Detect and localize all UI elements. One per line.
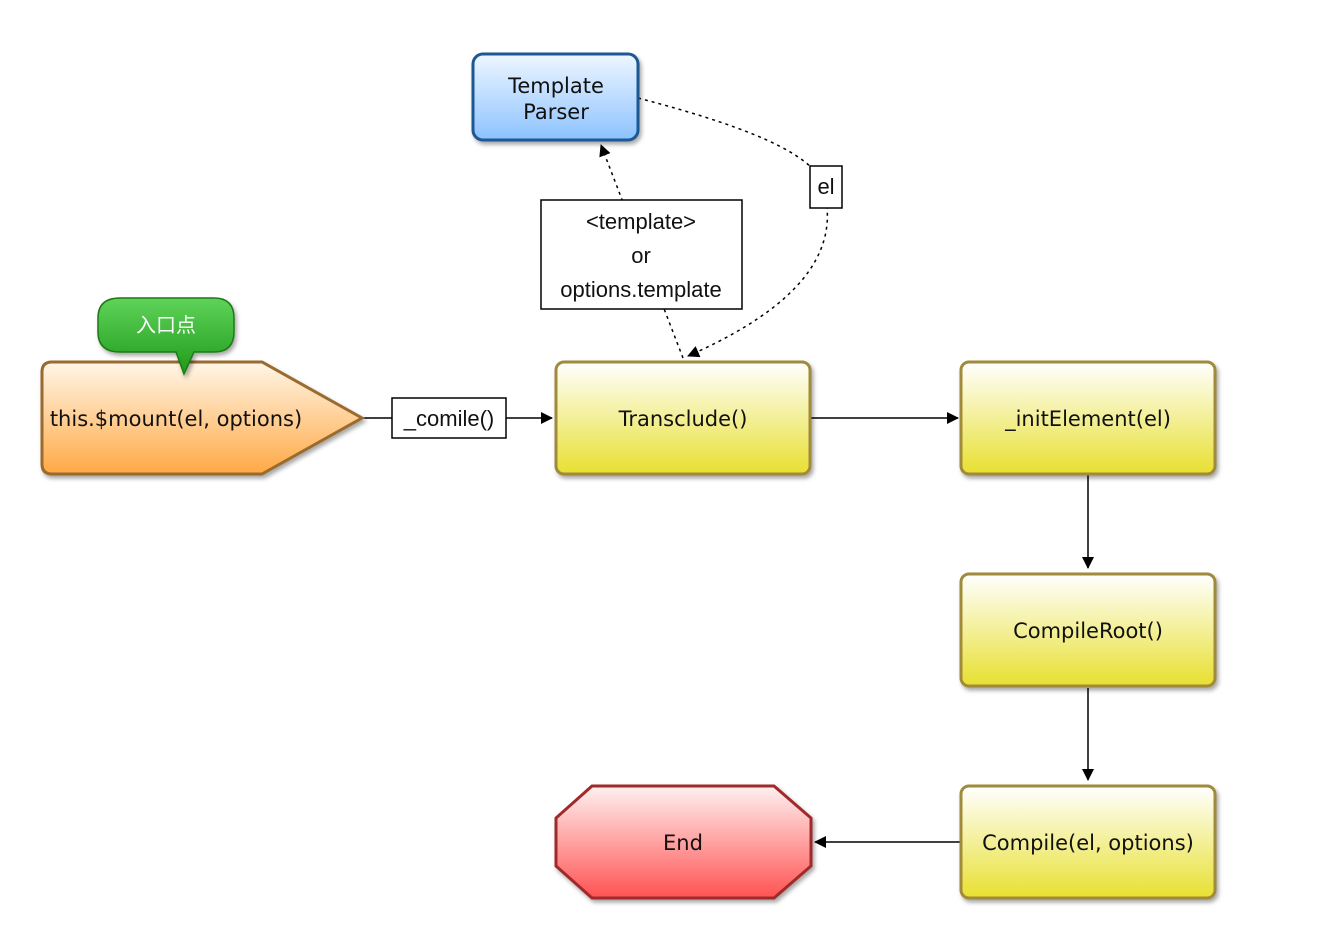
node-template-parser	[471, 52, 640, 142]
node-template-parser-line2: Parser	[523, 100, 589, 124]
edge-label-template-line3: options.template	[560, 277, 721, 302]
edge-label-comile: _comile()	[391, 397, 507, 439]
entry-point-badge	[97, 297, 235, 376]
node-template-parser-line1: Template	[507, 74, 604, 98]
edge-label-el: el	[809, 165, 843, 209]
node-init-element	[959, 360, 1217, 476]
node-init-element-label: _initElement(el)	[1004, 407, 1171, 432]
node-mount	[40, 360, 366, 476]
node-compile	[959, 784, 1217, 900]
node-transclude	[554, 360, 812, 476]
entry-point-badge-label: 入口点	[136, 313, 196, 337]
edge-label-template-line2: or	[631, 243, 651, 268]
edge-label-el-text: el	[817, 174, 834, 199]
node-mount-label: this.$mount(el, options)	[50, 407, 302, 431]
edge-label-template-line1: <template>	[586, 209, 696, 234]
node-compile-label: Compile(el, options)	[982, 831, 1194, 855]
node-end-label: End	[663, 831, 703, 855]
edge-label-comile-text: _comile()	[403, 406, 494, 431]
node-compile-root-label: CompileRoot()	[1013, 619, 1163, 643]
node-compile-root	[959, 572, 1217, 688]
node-end	[554, 784, 813, 900]
node-transclude-label: Transclude()	[618, 407, 748, 431]
edge-label-template-source: <template> or options.template	[540, 199, 743, 310]
